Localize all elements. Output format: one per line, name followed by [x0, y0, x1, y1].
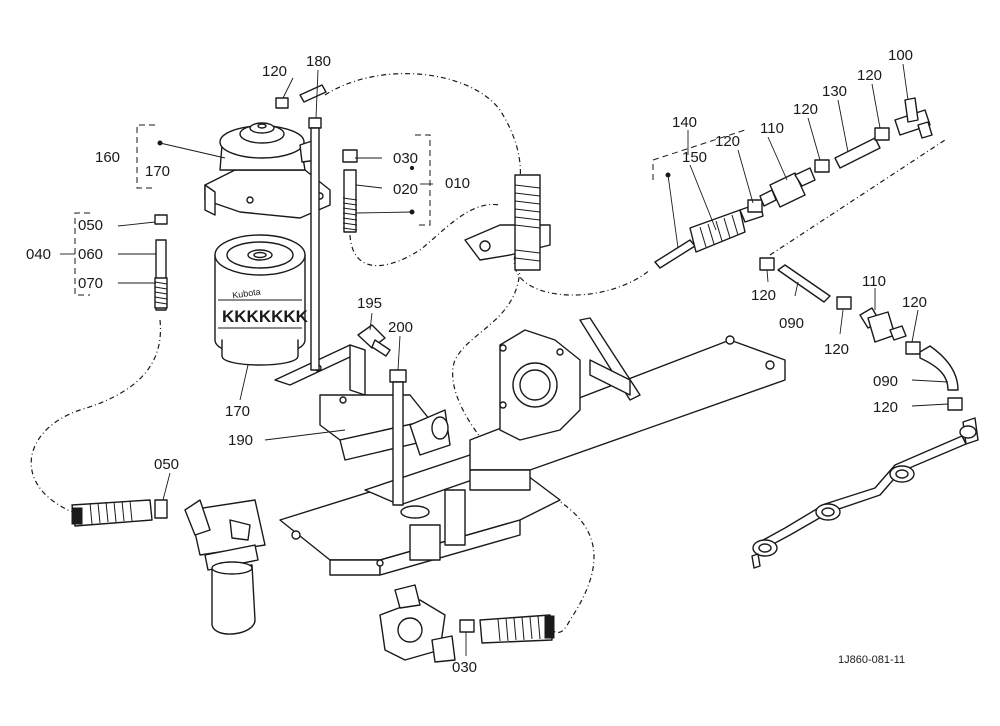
label-120-f: 120 — [902, 294, 927, 311]
label-060: 060 — [78, 246, 103, 263]
label-070: 070 — [78, 275, 103, 292]
label-120-e: 120 — [824, 341, 849, 358]
label-120-a: 120 — [715, 133, 740, 150]
fuel-hoses — [30, 73, 946, 634]
filter-band-text: KKKKKKK — [222, 307, 309, 326]
label-200: 200 — [388, 319, 413, 336]
label-110-bottom: 110 — [862, 273, 886, 290]
part-labels: 120 180 160 170 030 020 010 050 060 070 … — [26, 47, 927, 676]
label-190: 190 — [228, 432, 253, 449]
label-130: 130 — [822, 83, 847, 100]
hose-fitting-040 — [154, 214, 168, 311]
spring-clip-center — [464, 174, 551, 271]
label-090-b: 090 — [873, 373, 898, 390]
filter-cartridge-170: Kubota KKKKKKK — [214, 234, 309, 366]
label-010: 010 — [445, 175, 470, 192]
label-150: 150 — [682, 149, 707, 166]
pipe-090-upper — [759, 257, 852, 310]
connector-110-top — [759, 167, 816, 208]
engine-mount-frame — [279, 317, 786, 576]
label-120-c: 120 — [857, 67, 882, 84]
label-110-top: 110 — [760, 120, 784, 137]
label-040: 040 — [26, 246, 51, 263]
fuel-feed-pump-030 — [379, 584, 555, 663]
label-030-top: 030 — [393, 150, 418, 167]
bolt-180 — [308, 117, 322, 371]
label-030-bottom: 030 — [452, 659, 477, 676]
label-120-d: 120 — [751, 287, 776, 304]
leader-lines — [60, 63, 949, 656]
bolt-200 — [389, 369, 407, 506]
bolt-195 — [357, 324, 391, 357]
injector-return-rail — [751, 417, 979, 569]
tee-fitting-100 — [874, 97, 933, 141]
label-090-a: 090 — [779, 315, 804, 332]
label-160: 160 — [95, 149, 120, 166]
pipe-130 — [814, 137, 881, 173]
label-140: 140 — [672, 114, 697, 131]
label-195: 195 — [357, 295, 382, 312]
label-120-g: 120 — [873, 399, 898, 416]
connector-110-bottom — [859, 307, 921, 355]
hose-assembly-140 — [654, 199, 764, 269]
label-180: 180 — [306, 53, 331, 70]
filter-bracket-190 — [274, 344, 451, 461]
label-170-bottom: 170 — [225, 403, 250, 420]
pipe-pin-120-top — [275, 84, 327, 109]
filter-head-160 — [204, 122, 331, 219]
label-020: 020 — [393, 181, 418, 198]
label-050-left: 050 — [78, 217, 103, 234]
drawing-reference-number: 1J860-081-11 — [838, 654, 905, 666]
hose-fitting-020 — [342, 149, 358, 233]
sediment-bowl — [71, 499, 266, 635]
label-120-b: 120 — [793, 101, 818, 118]
label-050-bottom: 050 — [154, 456, 179, 473]
label-120-top: 120 — [262, 63, 287, 80]
label-170-top: 170 — [145, 163, 170, 180]
filter-brand-text: Kubota — [232, 287, 262, 301]
label-100: 100 — [888, 47, 913, 64]
pipe-090-lower — [919, 345, 963, 411]
